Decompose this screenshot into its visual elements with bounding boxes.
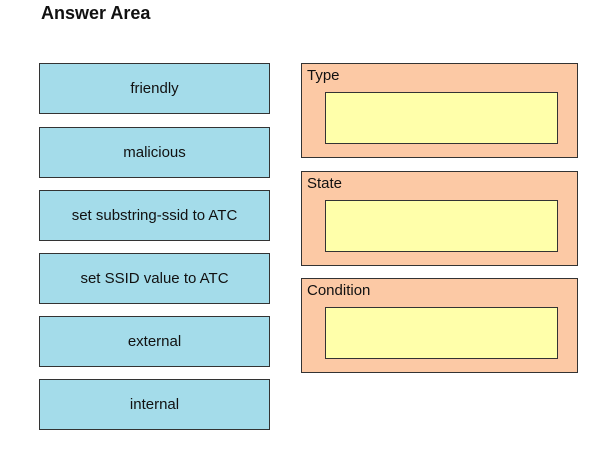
target-type: Type: [301, 63, 578, 158]
option-friendly[interactable]: friendly: [39, 63, 270, 114]
target-state-label: State: [307, 175, 343, 192]
target-state: State: [301, 171, 578, 266]
condition-drop-slot[interactable]: [325, 307, 558, 359]
option-set-substring-ssid[interactable]: set substring-ssid to ATC: [39, 190, 270, 241]
target-condition: Condition: [301, 278, 578, 373]
option-external[interactable]: external: [39, 316, 270, 367]
target-type-label: Type: [307, 67, 340, 84]
type-drop-slot[interactable]: [325, 92, 558, 144]
state-drop-slot[interactable]: [325, 200, 558, 252]
option-internal[interactable]: internal: [39, 379, 270, 430]
option-malicious[interactable]: malicious: [39, 127, 270, 178]
target-condition-label: Condition: [307, 282, 371, 299]
page-title: Answer Area: [41, 3, 151, 23]
option-set-ssid-value[interactable]: set SSID value to ATC: [39, 253, 270, 304]
